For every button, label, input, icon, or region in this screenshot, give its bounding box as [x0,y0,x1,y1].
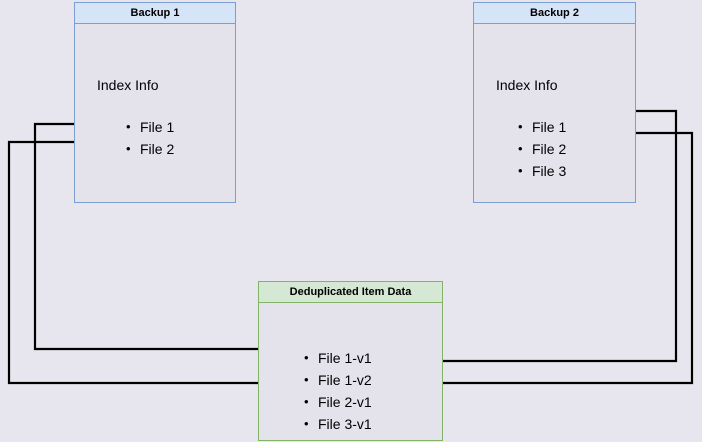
list-item: File 2 [518,138,566,160]
backup-1-header: Backup 1 [75,3,235,24]
backup-2-subtitle: Index Info [496,77,558,93]
backup-2-box: Backup 2 Index Info File 1 File 2 File 3 [473,2,636,203]
backup-2-file-list: File 1 File 2 File 3 [518,116,566,182]
list-item: File 1 [518,116,566,138]
list-item: File 1-v1 [304,347,372,369]
backup-1-file-list: File 1 File 2 [126,116,174,160]
backup-1-subtitle: Index Info [97,77,159,93]
list-item: File 2-v1 [304,391,372,413]
list-item: File 1-v2 [304,369,372,391]
backup-2-header: Backup 2 [474,3,635,24]
list-item: File 1 [126,116,174,138]
list-item: File 3-v1 [304,413,372,435]
list-item: File 2 [126,138,174,160]
list-item: File 3 [518,160,566,182]
deduplicated-item-data-header: Deduplicated Item Data [259,282,442,303]
deduplicated-item-data-box: Deduplicated Item Data File 1-v1 File 1-… [258,281,443,441]
deduplicated-file-list: File 1-v1 File 1-v2 File 2-v1 File 3-v1 [304,347,372,435]
backup-2-body: Index Info File 1 File 2 File 3 [474,24,635,202]
deduplicated-item-data-body: File 1-v1 File 1-v2 File 2-v1 File 3-v1 [259,303,442,440]
backup-1-body: Index Info File 1 File 2 [75,24,235,202]
backup-1-box: Backup 1 Index Info File 1 File 2 [74,2,236,203]
